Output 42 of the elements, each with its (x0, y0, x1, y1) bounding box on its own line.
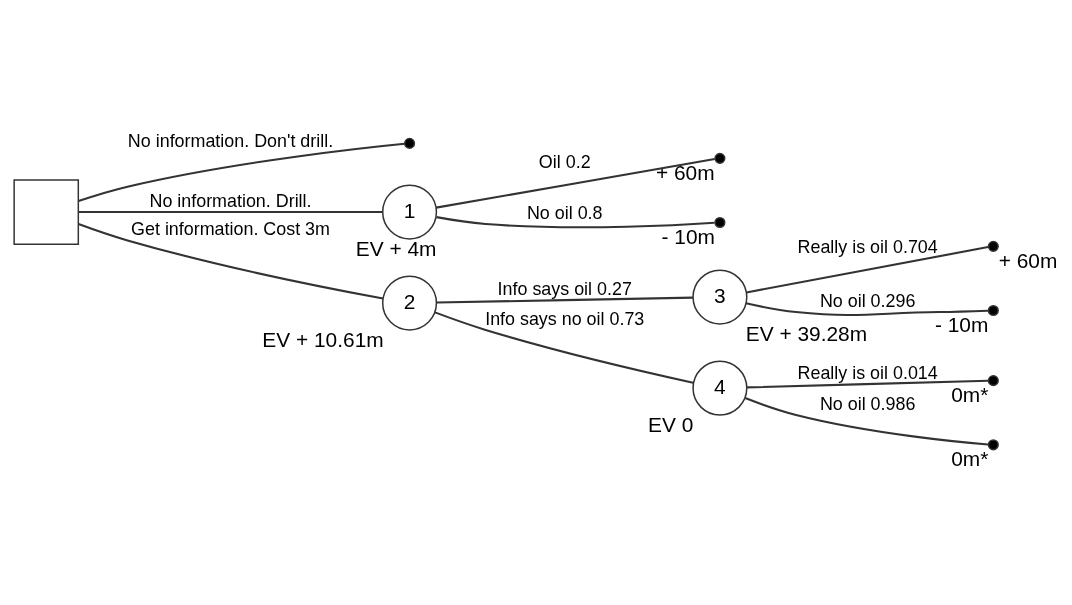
node-label: EV + 39.28m (745, 321, 868, 345)
edge-label: Oil 0.2 (538, 152, 591, 173)
connector (745, 302, 989, 317)
connector (746, 379, 989, 389)
node-circle: 4 (692, 360, 748, 416)
edge-label: Info says oil 0.27 (497, 279, 632, 300)
node-label: 0m* (951, 383, 989, 407)
node-circle (987, 375, 999, 387)
edge-label: Really is oil 0.704 (797, 237, 938, 258)
connector (436, 216, 715, 229)
node-circle: 1 (381, 184, 438, 240)
edge-label: No information. Don't drill. (127, 131, 334, 152)
edge-label: Get information. Cost 3m (131, 219, 330, 240)
connector (78, 223, 384, 300)
connector (436, 157, 715, 209)
node-label: 0m* (951, 447, 989, 471)
node-circle (987, 304, 999, 317)
node-circle (714, 216, 726, 229)
node-label: + 60m (998, 248, 1058, 272)
node-label: - 10m (934, 313, 989, 337)
edge-label: No information. Drill. (149, 190, 312, 211)
edge-label: No oil 0.8 (526, 202, 603, 223)
edge-label: Really is oil 0.014 (797, 362, 938, 383)
node-label: - 10m (661, 225, 715, 249)
connector (746, 246, 989, 294)
node-circle (987, 439, 999, 451)
node-circle: 2 (381, 275, 438, 331)
edge-label: No oil 0.986 (819, 393, 916, 414)
node-label: EV + 10.61m (262, 327, 384, 351)
edge-label: Info says no oil 0.73 (485, 308, 645, 329)
node-box (13, 179, 80, 245)
node-circle: 3 (692, 269, 748, 325)
node-circle (987, 240, 999, 252)
connector (434, 311, 694, 384)
connector (436, 296, 694, 304)
connector (744, 397, 989, 446)
connector (78, 211, 383, 214)
edge-label: No oil 0.296 (819, 290, 916, 311)
node-label: EV 0 (648, 412, 694, 436)
node-circle (714, 152, 726, 164)
connector (78, 142, 405, 203)
node-circle (404, 137, 416, 149)
